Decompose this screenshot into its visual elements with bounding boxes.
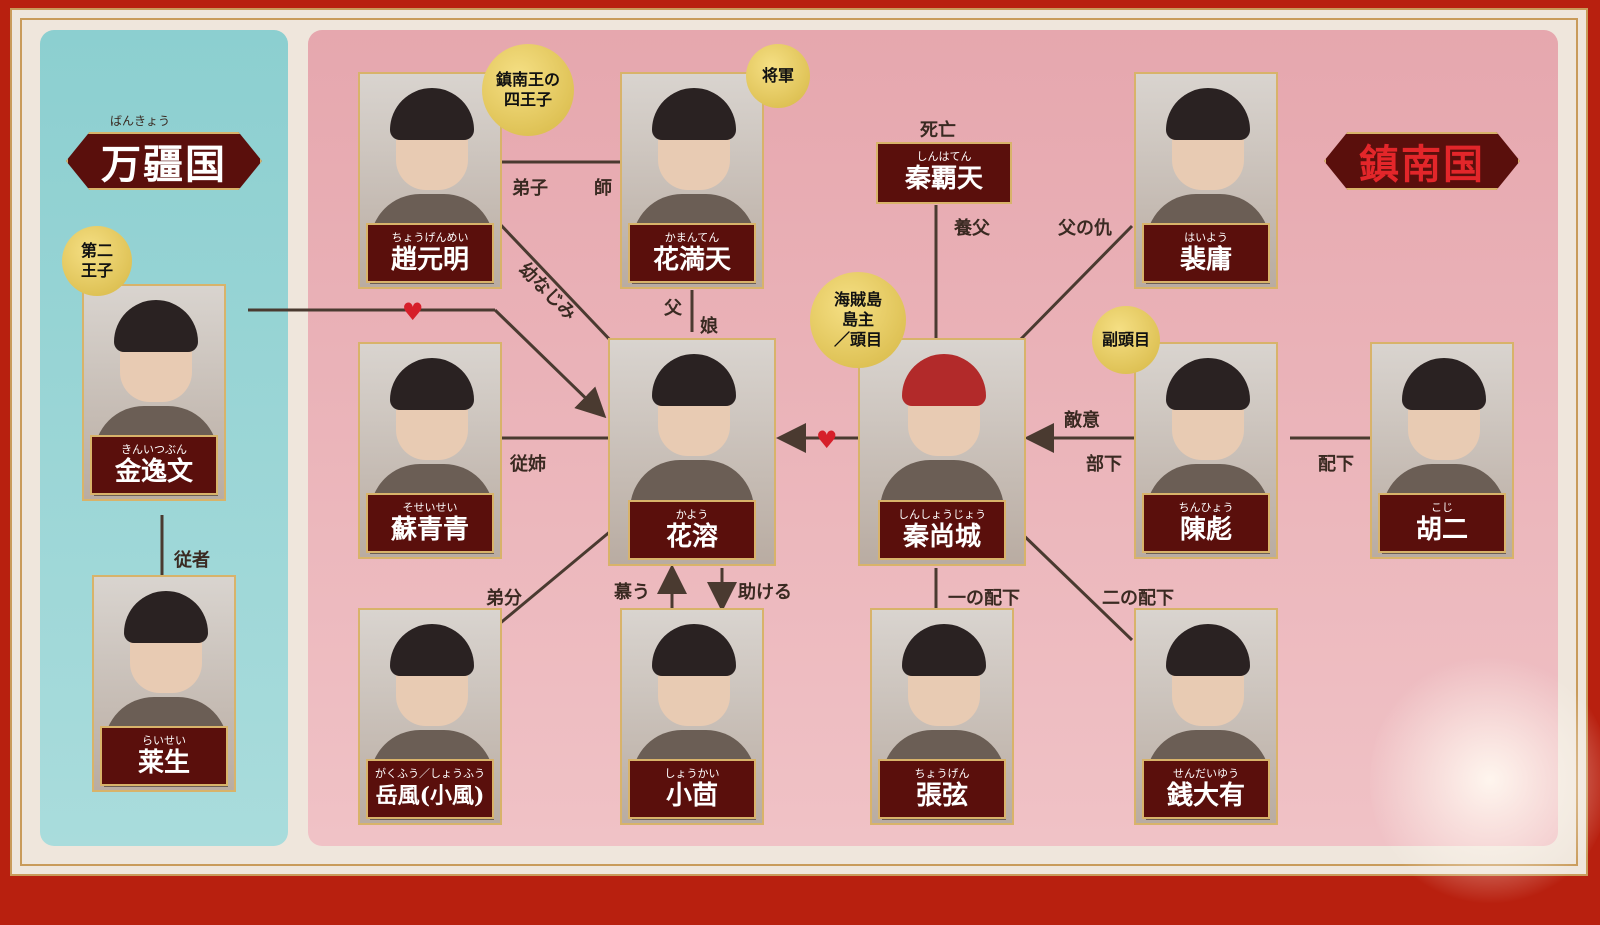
relation-hostility: 敵意 — [1064, 410, 1100, 431]
name-hua-rong: 花溶 — [665, 522, 718, 552]
ruby-yue-feng: がくふう／しょうふう — [375, 767, 485, 780]
inner-frame — [20, 18, 1578, 866]
ruby-lai-sheng: らいせい — [142, 734, 186, 747]
bottom-band — [0, 880, 1600, 925]
name-pei-yong: 裴庸 — [1179, 245, 1232, 275]
name-zhang-xian: 張弦 — [915, 781, 968, 811]
relation-first-underling: 一の配下 — [948, 588, 1020, 609]
relation-help: 助ける — [738, 582, 792, 603]
ruby-hua-mantian: かまんてん — [664, 231, 720, 244]
relation-daughter: 娘 — [700, 316, 718, 337]
relation-deceased: 死亡 — [920, 120, 956, 141]
card-zhao-yuanming: ちょうげんめい趙元明 — [358, 72, 502, 289]
name-zhao-yuanming: 趙元明 — [390, 245, 469, 275]
card-hu-er: こじ胡二 — [1370, 342, 1514, 559]
ruby-qin-shangcheng: しんしょうじょう — [898, 508, 986, 521]
card-lai-sheng: らいせい莱生 — [92, 575, 236, 792]
card-jin-yiwen: きんいつぶん金逸文 — [82, 284, 226, 501]
badge-jin-yiwen: 第二 王子 — [62, 226, 132, 296]
name-qian-dayou: 銭大有 — [1166, 781, 1245, 811]
card-chen-biao: ちんひょう陳彪 — [1134, 342, 1278, 559]
card-su-qingqing: そせいせい蘇青青 — [358, 342, 502, 559]
nation-left: 万疆国 — [66, 132, 262, 190]
name-qin-batian: 秦覇天 — [904, 164, 983, 194]
line-zhao-hua-rong — [496, 220, 614, 344]
relation-father: 父 — [664, 298, 682, 319]
card-hua-mantian: かまんてん花満天 — [620, 72, 764, 289]
ruby-hua-rong: かよう — [675, 508, 709, 521]
card-hua-rong: かよう花溶 — [608, 338, 776, 566]
card-zhang-xian: ちょうげん張弦 — [870, 608, 1014, 825]
card-pei-yong: はいよう裴庸 — [1134, 72, 1278, 289]
heart-icon: ♥ — [402, 298, 424, 326]
relation-master: 師 — [594, 178, 612, 199]
relation-attendant: 従者 — [174, 550, 210, 571]
relation-second-underling: 二の配下 — [1102, 588, 1174, 609]
badge-qin-shangcheng: 海賊島 島主 ／頭目 — [810, 272, 906, 368]
name-yue-feng: 岳風(小風) — [375, 783, 485, 809]
relation-father-enemy: 父の仇 — [1058, 218, 1112, 239]
name-su-qingqing: 蘇青青 — [390, 515, 469, 545]
badge-hua-mantian: 将軍 — [746, 44, 810, 108]
ruby-qian-dayou: せんだいゆう — [1173, 767, 1239, 780]
line-jin-hua-rong — [493, 308, 607, 419]
ruby-pei-yong: はいよう — [1184, 231, 1228, 244]
ruby-jin-yiwen: きんいつぶん — [121, 443, 187, 456]
line-hua-rong-yue — [497, 528, 613, 627]
badge-chen-biao: 副頭目 — [1092, 306, 1160, 374]
heart-icon: ♥ — [816, 426, 838, 454]
relation-admire: 慕う — [614, 582, 650, 603]
card-xiao-hui: しょうかい小茴 — [620, 608, 764, 825]
relation-younger-brother: 弟分 — [486, 588, 522, 609]
card-qian-dayou: せんだいゆう銭大有 — [1134, 608, 1278, 825]
card-yue-feng: がくふう／しょうふう岳風(小風) — [358, 608, 502, 825]
ruby-xiao-hui: しょうかい — [664, 767, 720, 780]
badge-zhao-yuanming: 鎮南王の 四王子 — [482, 44, 574, 136]
ruby-zhao-yuanming: ちょうげんめい — [391, 231, 469, 244]
name-jin-yiwen: 金逸文 — [114, 457, 193, 487]
relation-cousin: 従姉 — [510, 454, 546, 475]
nation-left-name: 万疆国 — [101, 141, 227, 188]
relation-underling: 配下 — [1318, 454, 1354, 475]
nation-left-ruby: ばんきょう — [110, 114, 171, 128]
ruby-hu-er: こじ — [1431, 501, 1453, 514]
nation-right-name: 鎮南国 — [1359, 141, 1485, 188]
ruby-zhang-xian: ちょうげん — [914, 767, 970, 780]
relation-disciple: 弟子 — [512, 178, 548, 199]
card-qin-shangcheng: しんしょうじょう秦尚城 — [858, 338, 1026, 566]
name-chen-biao: 陳彪 — [1179, 515, 1232, 545]
line-qin-pei — [1016, 224, 1134, 344]
nation-right: 鎮南国 — [1324, 132, 1520, 190]
ruby-su-qingqing: そせいせい — [402, 501, 458, 514]
name-qin-shangcheng: 秦尚城 — [902, 522, 981, 552]
relation-foster-father: 養父 — [954, 218, 990, 239]
line-qin-qian — [1016, 528, 1134, 642]
card-qin-batian: しんはてん 秦覇天 — [876, 142, 1012, 204]
name-hu-er: 胡二 — [1415, 515, 1468, 545]
name-xiao-hui: 小茴 — [665, 781, 718, 811]
ruby-qin-batian: しんはてん — [916, 150, 972, 163]
relation-subordinate: 部下 — [1086, 454, 1122, 475]
name-hua-mantian: 花満天 — [652, 245, 731, 275]
name-lai-sheng: 莱生 — [137, 748, 190, 778]
ruby-chen-biao: ちんひょう — [1178, 501, 1234, 514]
